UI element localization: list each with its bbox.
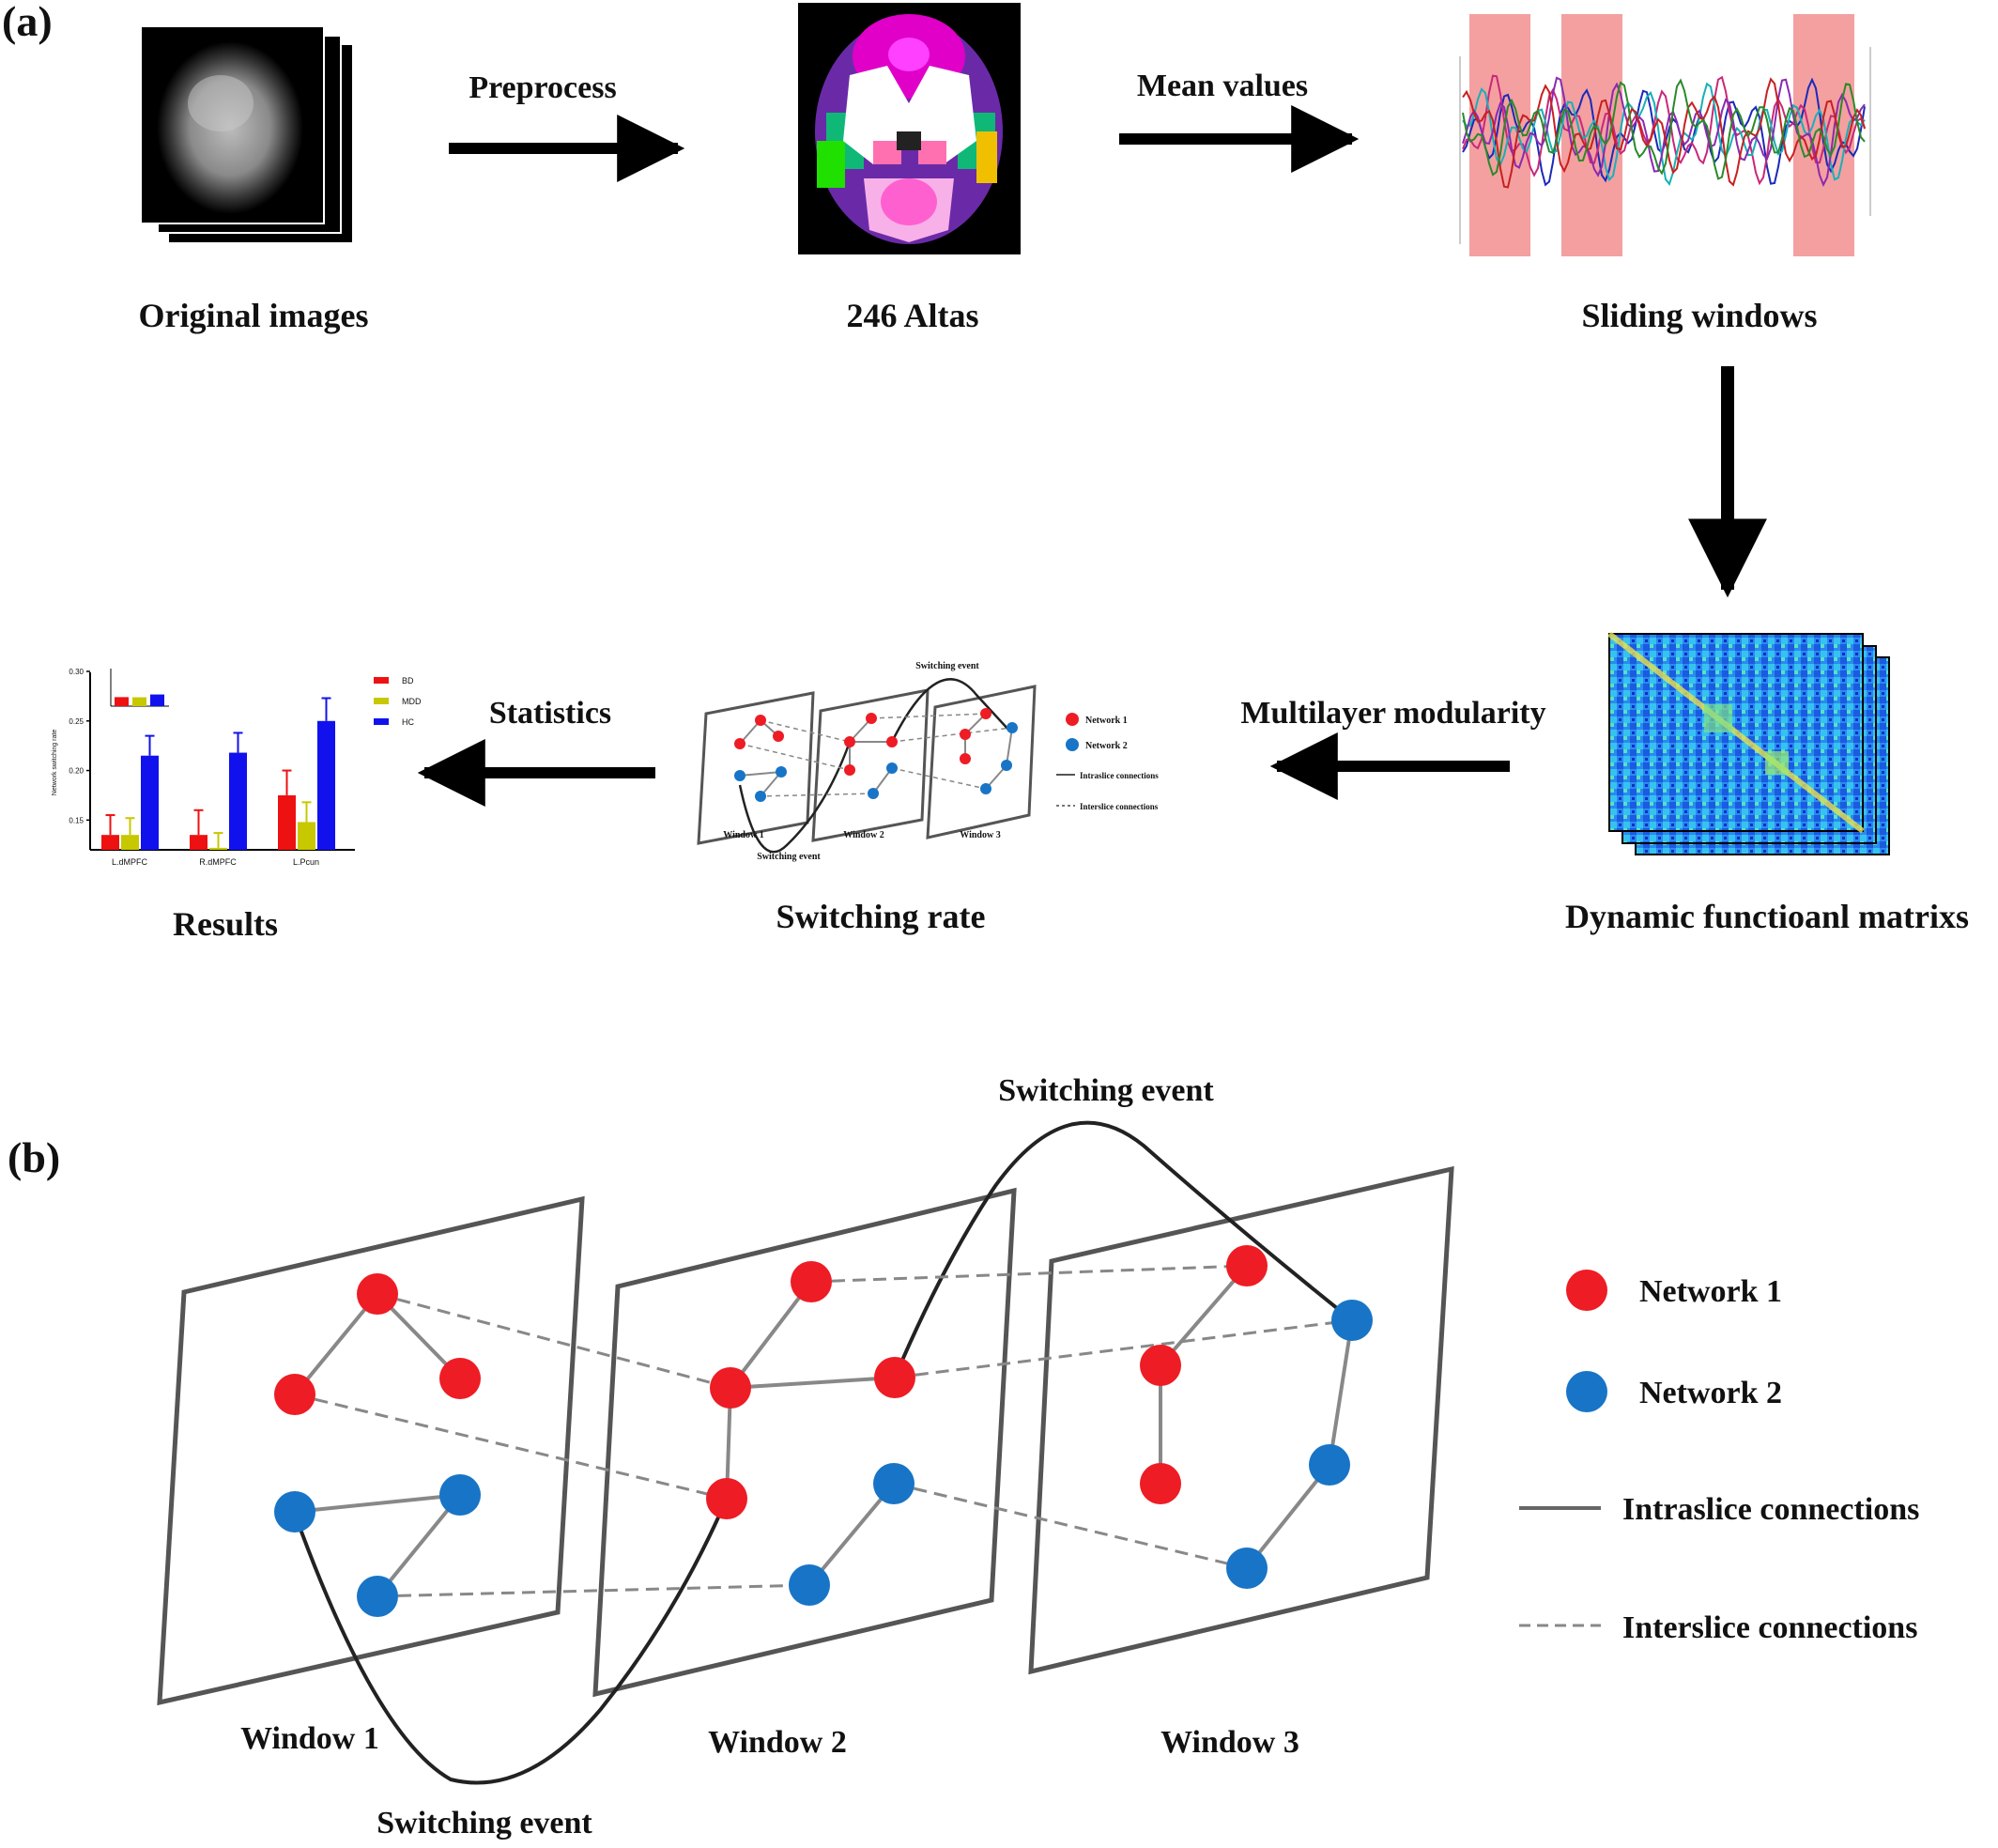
y-tick-label: 0.30 — [69, 668, 84, 676]
window-2-label: Window 2 — [708, 1725, 847, 1760]
legend-interslice: Interslice connections — [1622, 1610, 1917, 1645]
signal-trace — [1462, 77, 1866, 189]
network2-node — [439, 1474, 481, 1516]
legend-label-bd: BD — [402, 676, 414, 685]
bar-hc-1 — [229, 752, 247, 850]
panel-b-diagram — [157, 1120, 1454, 1785]
window-1-plane — [157, 1195, 585, 1706]
results-ylabel: Network switching rate — [52, 730, 58, 796]
mini-window-3: Window 3 — [960, 830, 1000, 840]
mini-switch-bottom: Switching event — [757, 852, 821, 862]
inset-bar-hc — [150, 694, 164, 706]
network1-node — [274, 1374, 315, 1415]
bar-mdd-0 — [121, 835, 139, 850]
legend-intraslice: Intraslice connections — [1622, 1492, 1919, 1527]
functional-matrices — [1607, 631, 1890, 855]
y-tick-label: 0.25 — [69, 717, 84, 726]
network2-node — [1331, 1300, 1373, 1341]
legend-network2-swatch — [1566, 1371, 1607, 1412]
network2-node — [357, 1576, 398, 1617]
atlas-image — [798, 3, 1021, 254]
y-tick-label: 0.20 — [69, 767, 84, 776]
matrices-label: Dynamic functioanl matrixs — [1565, 898, 1969, 935]
bar-mdd-1 — [209, 847, 227, 850]
network2-node — [789, 1564, 830, 1606]
atlas-label: 246 Altas — [846, 297, 978, 334]
bar-bd-0 — [101, 835, 119, 850]
switch-event-top-label: Switching event — [998, 1073, 1214, 1108]
network1-node — [706, 1478, 747, 1519]
category-label: R.dMPFC — [199, 857, 237, 867]
network2-node — [1226, 1548, 1268, 1589]
mini-legend-net1: Network 1 — [1085, 716, 1128, 726]
mini-legend-net2: Network 2 — [1085, 741, 1128, 751]
panel-b-legend — [1519, 1270, 1607, 1627]
network1-node — [1226, 1245, 1268, 1286]
switching-event-curve-bottom — [293, 1498, 729, 1785]
network1-node — [1140, 1463, 1181, 1504]
legend-swatch-bd — [374, 677, 389, 684]
mini-window-1: Window 1 — [723, 830, 763, 840]
mini-legend-inter: Interslice connections — [1080, 802, 1159, 811]
legend-swatch-hc — [374, 718, 389, 725]
sliding-windows-label: Sliding windows — [1581, 297, 1817, 334]
mean-values-label: Mean values — [1137, 69, 1308, 103]
mini-legend-intra: Intraslice connections — [1080, 771, 1159, 780]
network1-node — [357, 1273, 398, 1315]
sliding-windows-plot — [1459, 14, 1871, 256]
window-2-plane — [592, 1187, 1017, 1698]
legend-swatch-mdd — [374, 698, 389, 704]
network1-node — [710, 1367, 751, 1409]
results-label: Results — [173, 905, 278, 943]
network2-node — [873, 1463, 914, 1504]
switching-rate-label: Switching rate — [776, 898, 986, 935]
category-label: L.dMPFC — [112, 857, 148, 867]
legend-network1: Network 1 — [1639, 1274, 1782, 1309]
network2-node — [274, 1491, 315, 1532]
signal-trace — [1462, 78, 1866, 180]
panel-b-tag: (b) — [8, 1133, 60, 1181]
inset-bar-mdd — [132, 697, 146, 706]
bar-bd-1 — [190, 835, 207, 850]
category-label: L.Pcun — [293, 857, 319, 867]
network2-node — [1309, 1444, 1350, 1486]
bar-hc-2 — [317, 720, 335, 850]
bar-mdd-2 — [298, 822, 315, 850]
mini-switch-top: Switching event — [915, 661, 979, 671]
bar-bd-2 — [278, 794, 296, 850]
preprocess-label: Preprocess — [469, 70, 616, 105]
panel-a-tag: (a) — [2, 0, 53, 45]
results-chart: 0.15 0.20 0.25 0.30 L.dMPFC R.dMPFC L.Pcun BD… — [52, 668, 422, 867]
legend-label-hc: HC — [402, 717, 414, 727]
window-1-label: Window 1 — [240, 1721, 379, 1756]
network1-node — [791, 1261, 832, 1302]
y-tick-label: 0.15 — [69, 816, 84, 824]
network1-node — [874, 1357, 915, 1398]
window-3-plane — [1028, 1165, 1454, 1675]
bar-hc-0 — [141, 755, 159, 850]
window-3-label: Window 3 — [1160, 1725, 1299, 1760]
inset-bar-bd — [115, 697, 129, 706]
legend-network1-swatch — [1566, 1270, 1607, 1311]
legend-label-mdd: MDD — [402, 697, 422, 706]
switching-event-curve-top — [893, 1120, 1354, 1378]
statistics-label: Statistics — [489, 696, 611, 731]
original-images — [140, 25, 352, 242]
network1-node — [439, 1358, 481, 1399]
network1-node — [1140, 1345, 1181, 1386]
original-images-label: Original images — [139, 297, 369, 334]
legend-network2: Network 2 — [1639, 1376, 1782, 1410]
multilayer-label: Multilayer modularity — [1240, 696, 1545, 731]
switch-event-bottom-label: Switching event — [377, 1806, 592, 1840]
mini-window-2: Window 2 — [843, 830, 884, 840]
switching-rate-mini — [697, 678, 1079, 854]
